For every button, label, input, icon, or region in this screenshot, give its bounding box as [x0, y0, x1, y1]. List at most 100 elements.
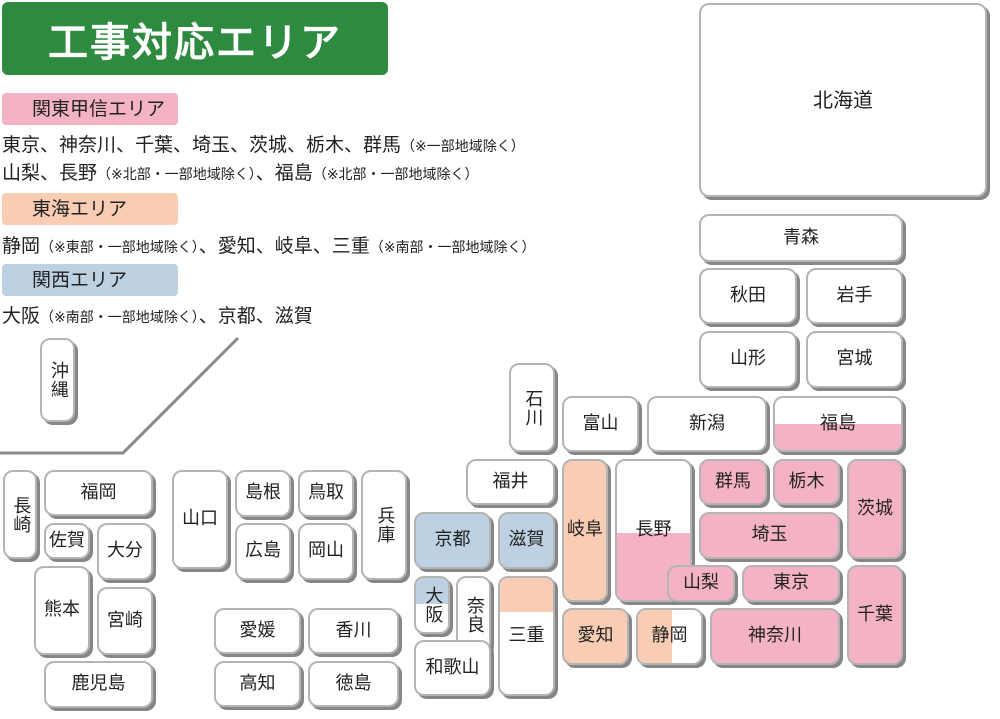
prefecture-label: 山梨: [683, 572, 719, 594]
pref-oita[interactable]: 大分: [97, 523, 153, 580]
prefecture-label: 香川: [335, 619, 372, 641]
prefecture-label: 北海道: [813, 87, 873, 112]
pref-aomori[interactable]: 青森: [699, 214, 903, 262]
tokai-area-list: 静岡（※東部・一部地域除く）、愛知、岐阜、三重（※南部・一部地域除く）: [2, 231, 536, 258]
pref-gunma[interactable]: 群馬: [699, 459, 767, 505]
prefecture-label: 青森: [783, 226, 819, 248]
pref-niigata[interactable]: 新潟: [647, 396, 767, 452]
pref-yamaguchi[interactable]: 山口: [172, 470, 228, 569]
pref-akita[interactable]: 秋田: [699, 268, 797, 324]
pref-kanagawa[interactable]: 神奈川: [710, 608, 840, 665]
pref-miyazaki[interactable]: 宮崎: [97, 587, 153, 655]
pref-mie[interactable]: 三重: [498, 576, 555, 696]
pref-hiroshima[interactable]: 広島: [235, 523, 291, 580]
pref-shiga[interactable]: 滋賀: [498, 512, 555, 569]
tokai-area-label: 東海エリア: [2, 193, 178, 225]
pref-miyagi[interactable]: 宮城: [806, 331, 903, 388]
pref-nagasaki[interactable]: 長崎: [3, 470, 37, 559]
prefecture-label: 愛知: [577, 625, 614, 647]
pref-fukuoka[interactable]: 福岡: [44, 470, 153, 516]
prefecture-label: 岐阜: [567, 519, 603, 541]
pref-ishikawa[interactable]: 石川: [509, 363, 555, 452]
pref-shizuoka[interactable]: 静岡: [636, 608, 703, 665]
kansai-area-list: 大阪（※南部・一部地域除く）、京都、滋賀: [2, 301, 313, 328]
pref-wakayama[interactable]: 和歌山: [414, 640, 491, 696]
pref-tokushima[interactable]: 徳島: [308, 661, 399, 707]
prefecture-label: 埼玉: [751, 524, 788, 546]
kanto-note-3: （※北部・一部地域除く）: [312, 167, 479, 183]
pref-kagawa[interactable]: 香川: [308, 608, 399, 654]
pref-tokyo[interactable]: 東京: [742, 565, 840, 602]
partial-coverage-fill: [500, 578, 553, 612]
prefecture-label: 高知: [239, 672, 276, 694]
prefecture-label: 福岡: [80, 481, 117, 503]
prefecture-label: 和歌山: [425, 656, 480, 678]
pref-tochigi[interactable]: 栃木: [773, 459, 840, 505]
prefecture-label: 富山: [582, 412, 619, 434]
pref-gifu[interactable]: 岐阜: [562, 459, 608, 602]
pref-nagano[interactable]: 長野: [615, 459, 692, 602]
prefecture-label: 東京: [773, 572, 809, 594]
pref-chiba[interactable]: 千葉: [847, 565, 903, 665]
prefecture-label: 宮崎: [107, 609, 143, 631]
partial-coverage-fill: [638, 610, 672, 663]
prefecture-label: 群馬: [715, 470, 751, 492]
pref-kochi[interactable]: 高知: [214, 661, 301, 707]
pref-fukui[interactable]: 福井: [466, 459, 555, 505]
pref-saitama[interactable]: 埼玉: [699, 512, 840, 559]
kansai-prefectures-text-2: 、京都、滋賀: [198, 305, 313, 327]
pref-shimane[interactable]: 島根: [235, 470, 291, 517]
prefecture-label: 秋田: [730, 284, 766, 306]
pref-tottori[interactable]: 鳥取: [298, 470, 354, 517]
prefecture-label: 静岡: [651, 625, 688, 647]
pref-okayama[interactable]: 岡山: [298, 523, 354, 580]
pref-yamagata[interactable]: 山形: [699, 331, 797, 388]
prefecture-label: 山形: [730, 348, 766, 370]
prefecture-label: 島根: [245, 482, 281, 504]
pref-kagoshima[interactable]: 鹿児島: [44, 661, 153, 708]
pref-iwate[interactable]: 岩手: [806, 268, 903, 324]
kanto-note: （※一部地域除く）: [401, 139, 525, 155]
prefecture-label: 徳島: [335, 672, 372, 694]
pref-hokkaido[interactable]: 北海道: [699, 3, 987, 197]
prefecture-label: 沖縄: [47, 361, 69, 399]
pref-aichi[interactable]: 愛知: [562, 608, 629, 665]
pref-saga[interactable]: 佐賀: [44, 523, 90, 559]
pref-fukushima[interactable]: 福島: [773, 396, 903, 452]
prefecture-label: 鳥取: [308, 482, 344, 504]
pref-toyama[interactable]: 富山: [562, 396, 639, 452]
tokai-prefectures-text-2: 、愛知、岐阜、三重: [198, 235, 370, 257]
pref-kumamoto[interactable]: 熊本: [34, 566, 90, 655]
prefecture-label: 滋賀: [508, 529, 545, 551]
tokai-note: （※東部・一部地域除く）: [40, 240, 199, 256]
prefecture-label: 福井: [492, 470, 529, 492]
page-title: 工事対応エリア: [2, 2, 388, 75]
prefecture-label: 熊本: [44, 599, 80, 621]
kanto-prefectures-text-2: 山梨、長野: [2, 162, 98, 184]
pref-osaka[interactable]: 大阪: [414, 576, 450, 634]
prefecture-label: 愛媛: [239, 619, 276, 641]
pref-ibaraki[interactable]: 茨城: [847, 459, 903, 559]
prefecture-label: 長野: [635, 519, 672, 541]
kanto-prefectures-text-3: 、福島: [255, 162, 313, 184]
kanto-area-list-line2: 山梨、長野（※北部・一部地域除く）、福島（※北部・一部地域除く）: [2, 158, 479, 185]
pref-yamanashi[interactable]: 山梨: [667, 565, 735, 602]
prefecture-label: 佐賀: [49, 529, 85, 551]
pref-ehime[interactable]: 愛媛: [214, 608, 301, 654]
pref-hyogo[interactable]: 兵庫: [361, 470, 407, 580]
prefecture-label: 神奈川: [748, 625, 802, 647]
prefecture-label: 石川: [522, 388, 544, 427]
kanto-prefectures-text: 東京、神奈川、千葉、埼玉、茨城、栃木、群馬: [2, 134, 402, 156]
kanto-area-list-line1: 東京、神奈川、千葉、埼玉、茨城、栃木、群馬（※一部地域除く）: [2, 130, 525, 157]
prefecture-label: 三重: [508, 624, 545, 646]
pref-kyoto[interactable]: 京都: [414, 512, 491, 569]
prefecture-label: 福島: [820, 412, 856, 434]
kansai-note: （※南部・一部地域除く）: [40, 310, 199, 326]
pref-okinawa[interactable]: 沖縄: [40, 338, 75, 422]
tokai-note-2: （※南部・一部地域除く）: [369, 240, 536, 256]
prefecture-label: 長崎: [10, 495, 32, 534]
prefecture-label: 広島: [245, 540, 281, 562]
prefecture-label: 新潟: [689, 412, 725, 434]
tokai-prefectures-text: 静岡: [2, 235, 41, 257]
